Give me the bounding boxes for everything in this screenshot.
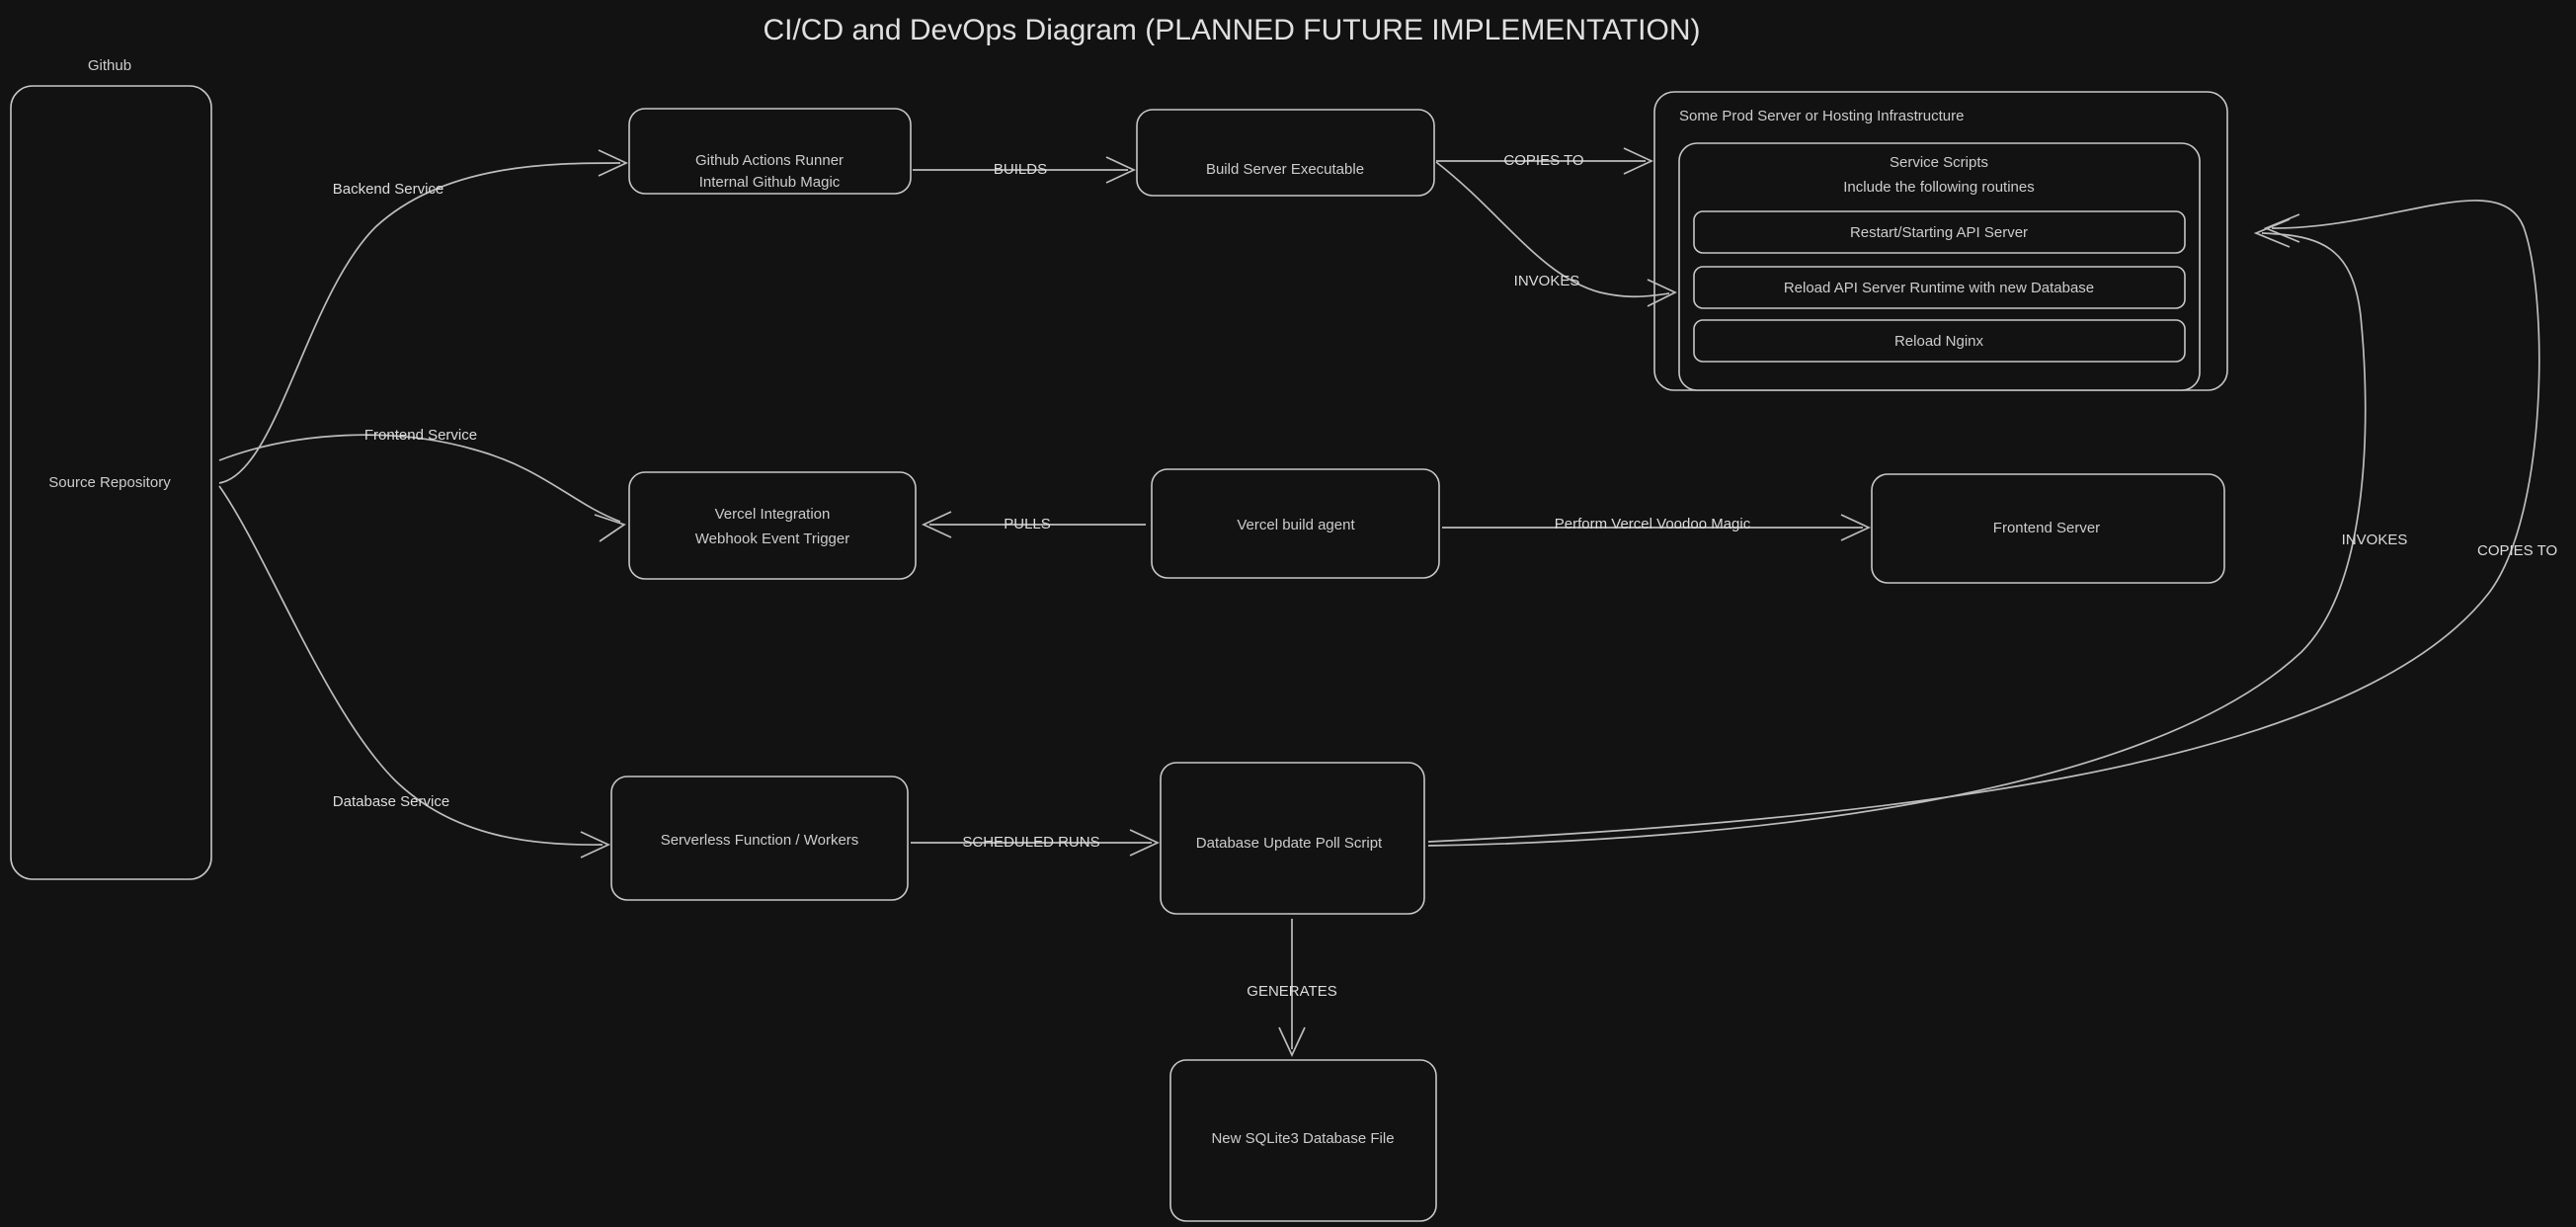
node-github-actions-runner[interactable]: Github Actions Runner Internal Github Ma… xyxy=(628,108,912,195)
cluster-service-scripts-title: Service Scripts xyxy=(1890,154,1988,171)
cluster-prod-server: Some Prod Server or Hosting Infrastructu… xyxy=(1653,91,2228,391)
cluster-github: Github Source Repository xyxy=(10,57,212,880)
node-frontend-server[interactable]: Frontend Server xyxy=(1871,473,2225,584)
node-reload-nginx-box[interactable] xyxy=(1693,319,2186,363)
node-serverless-function-label: Serverless Function / Workers xyxy=(661,832,859,849)
node-vercel-integration-box[interactable] xyxy=(628,471,917,580)
edge-backend-service-label: Backend Service xyxy=(333,181,444,198)
edge-copies-to-prod: COPIES TO xyxy=(1436,147,1654,175)
page-title: CI/CD and DevOps Diagram (PLANNED FUTURE… xyxy=(763,14,1700,46)
node-build-server-executable[interactable]: Build Server Executable xyxy=(1136,109,1435,197)
edge-vercel-voodoo: Perform Vercel Voodoo Magic xyxy=(1442,514,1872,541)
edge-scheduled-runs: SCHEDULED RUNS xyxy=(911,829,1161,857)
edge-builds-label: BUILDS xyxy=(994,161,1047,178)
edge-vercel-voodoo-label: Perform Vercel Voodoo Magic xyxy=(1555,516,1751,532)
edge-generates: GENERATES xyxy=(1247,919,1337,1058)
node-reload-api-runtime-box[interactable] xyxy=(1693,266,2186,309)
node-serverless-function[interactable]: Serverless Function / Workers xyxy=(610,776,909,901)
edge-invokes-service-scripts: INVOKES xyxy=(1435,161,1677,307)
cluster-github-label: Github xyxy=(88,57,131,74)
node-build-server-executable-label: Build Server Executable xyxy=(1206,161,1364,178)
node-database-poll-script-label: Database Update Poll Script xyxy=(1196,835,1383,852)
edge-copies-to-right-label: COPIES TO xyxy=(2477,542,2557,559)
edge-invokes-service-scripts-label: INVOKES xyxy=(1514,273,1580,289)
edge-generates-label: GENERATES xyxy=(1247,983,1336,1000)
cluster-service-scripts-subtitle: Include the following routines xyxy=(1843,179,2034,196)
node-database-poll-script-box[interactable] xyxy=(1160,762,1425,915)
node-restart-api-server[interactable]: Restart/Starting API Server xyxy=(1693,210,2186,254)
cluster-github-box xyxy=(10,85,212,880)
node-github-actions-runner-label-1: Github Actions Runner xyxy=(695,152,844,169)
node-serverless-function-box[interactable] xyxy=(610,776,909,901)
node-github-actions-runner-label-2: Internal Github Magic xyxy=(699,174,841,191)
node-github-actions-runner-box[interactable] xyxy=(628,108,912,195)
node-restart-api-server-label: Restart/Starting API Server xyxy=(1850,224,2028,241)
node-reload-nginx-label: Reload Nginx xyxy=(1894,333,1984,350)
node-reload-api-runtime-label: Reload API Server Runtime with new Datab… xyxy=(1784,280,2094,296)
node-source-repository-label: Source Repository xyxy=(48,474,171,491)
node-frontend-server-label: Frontend Server xyxy=(1993,520,2100,536)
node-frontend-server-box[interactable] xyxy=(1871,473,2225,584)
edge-copies-to-right: COPIES TO xyxy=(1427,200,2557,843)
node-sqlite-database-file-box[interactable] xyxy=(1169,1059,1437,1222)
node-vercel-build-agent-box[interactable] xyxy=(1151,468,1440,579)
node-vercel-integration-label-2: Webhook Event Trigger xyxy=(695,531,849,547)
edge-pulls-label: PULLS xyxy=(1004,516,1051,532)
node-restart-api-server-box[interactable] xyxy=(1693,210,2186,254)
edge-database-service: Database Service xyxy=(218,485,611,859)
cluster-prod-server-label: Some Prod Server or Hosting Infrastructu… xyxy=(1679,108,1964,124)
node-vercel-integration-label-1: Vercel Integration xyxy=(715,506,831,523)
node-vercel-build-agent[interactable]: Vercel build agent xyxy=(1151,468,1440,579)
edge-backend-service: Backend Service xyxy=(218,149,629,484)
edge-frontend-service-label: Frontend Service xyxy=(364,427,477,444)
node-build-server-executable-box[interactable] xyxy=(1136,109,1435,197)
edge-database-service-label: Database Service xyxy=(333,793,449,810)
node-sqlite-database-file-label: New SQLite3 Database File xyxy=(1211,1130,1394,1147)
node-vercel-build-agent-label: Vercel build agent xyxy=(1237,517,1355,533)
edge-builds: BUILDS xyxy=(913,156,1137,184)
node-reload-nginx[interactable]: Reload Nginx xyxy=(1693,319,2186,363)
node-vercel-integration[interactable]: Vercel Integration Webhook Event Trigger xyxy=(628,471,917,580)
node-sqlite-database-file[interactable]: New SQLite3 Database File xyxy=(1169,1059,1437,1222)
edge-pulls: PULLS xyxy=(921,511,1146,538)
edge-invokes-right-label: INVOKES xyxy=(2342,532,2408,548)
node-reload-api-runtime[interactable]: Reload API Server Runtime with new Datab… xyxy=(1693,266,2186,309)
node-database-poll-script[interactable]: Database Update Poll Script xyxy=(1160,762,1425,915)
edge-scheduled-runs-label: SCHEDULED RUNS xyxy=(962,834,1099,851)
cluster-service-scripts: Service Scripts Include the following ro… xyxy=(1678,142,2201,391)
edge-frontend-service: Frontend Service xyxy=(218,427,626,542)
edge-copies-to-prod-label: COPIES TO xyxy=(1503,152,1583,169)
